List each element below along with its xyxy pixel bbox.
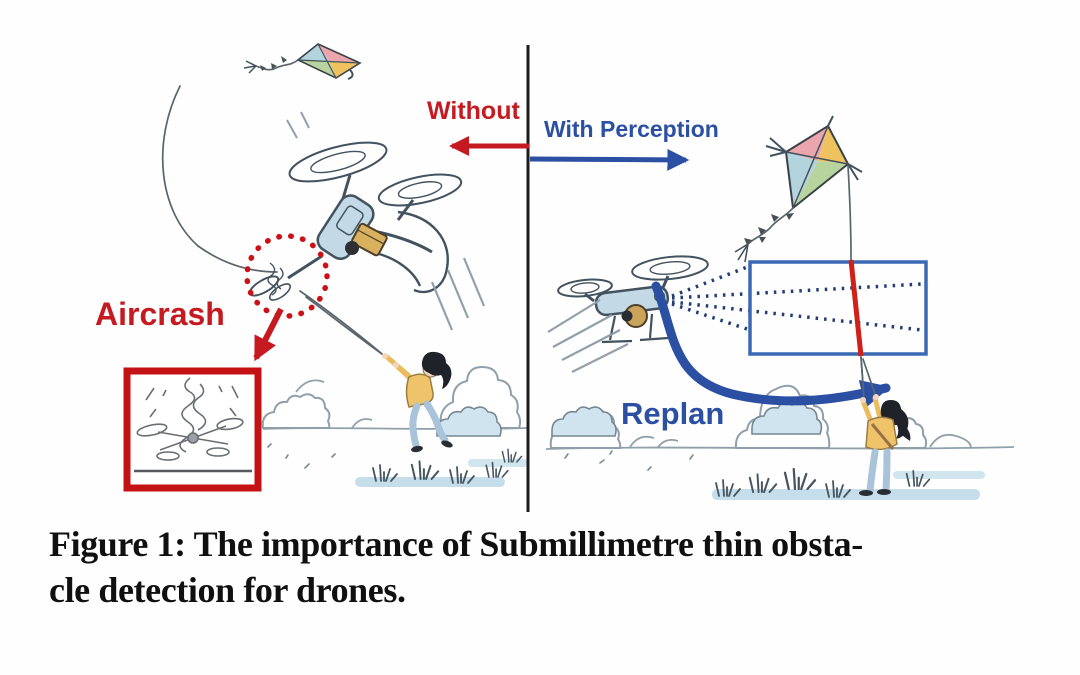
- caption-line-1: Figure 1: The importance of Submillimetr…: [49, 524, 863, 564]
- crash-callout-box: [123, 367, 262, 492]
- right-person-illustration: [859, 356, 911, 496]
- crashed-drone-sketch: [134, 377, 252, 473]
- aircrash-pointer-arrow: [253, 307, 284, 362]
- falling-drone-illustration: [287, 141, 486, 331]
- fov-dotted-rays: [671, 264, 923, 332]
- left-kite-string-to-person: [299, 290, 394, 363]
- replan-path-arrow: [651, 281, 891, 408]
- wind-dashes: [286, 111, 310, 139]
- with-perception-direction-arrow: [529, 148, 690, 171]
- loose-kite-string: [161, 85, 278, 273]
- detection-box: [748, 260, 928, 356]
- collision-highlight-circle: [244, 233, 330, 319]
- right-kite-icon: [734, 115, 863, 263]
- figure-caption: Figure 1: The importance of Submillimetr…: [49, 521, 1039, 613]
- small-kite-icon: [243, 43, 362, 80]
- replan-label: Replan: [621, 396, 725, 431]
- with-perception-label: With Perception: [544, 116, 719, 142]
- tangled-rotor: [248, 262, 292, 301]
- left-scenery: [237, 365, 528, 487]
- caption-line-2: cle detection for drones.: [49, 570, 406, 610]
- without-label: Without: [427, 97, 520, 125]
- left-person-illustration: [382, 351, 453, 453]
- detected-thin-obstacle-segment: [848, 259, 864, 357]
- aircrash-label: Aircrash: [95, 296, 225, 332]
- perception-drone-illustration: [547, 255, 709, 373]
